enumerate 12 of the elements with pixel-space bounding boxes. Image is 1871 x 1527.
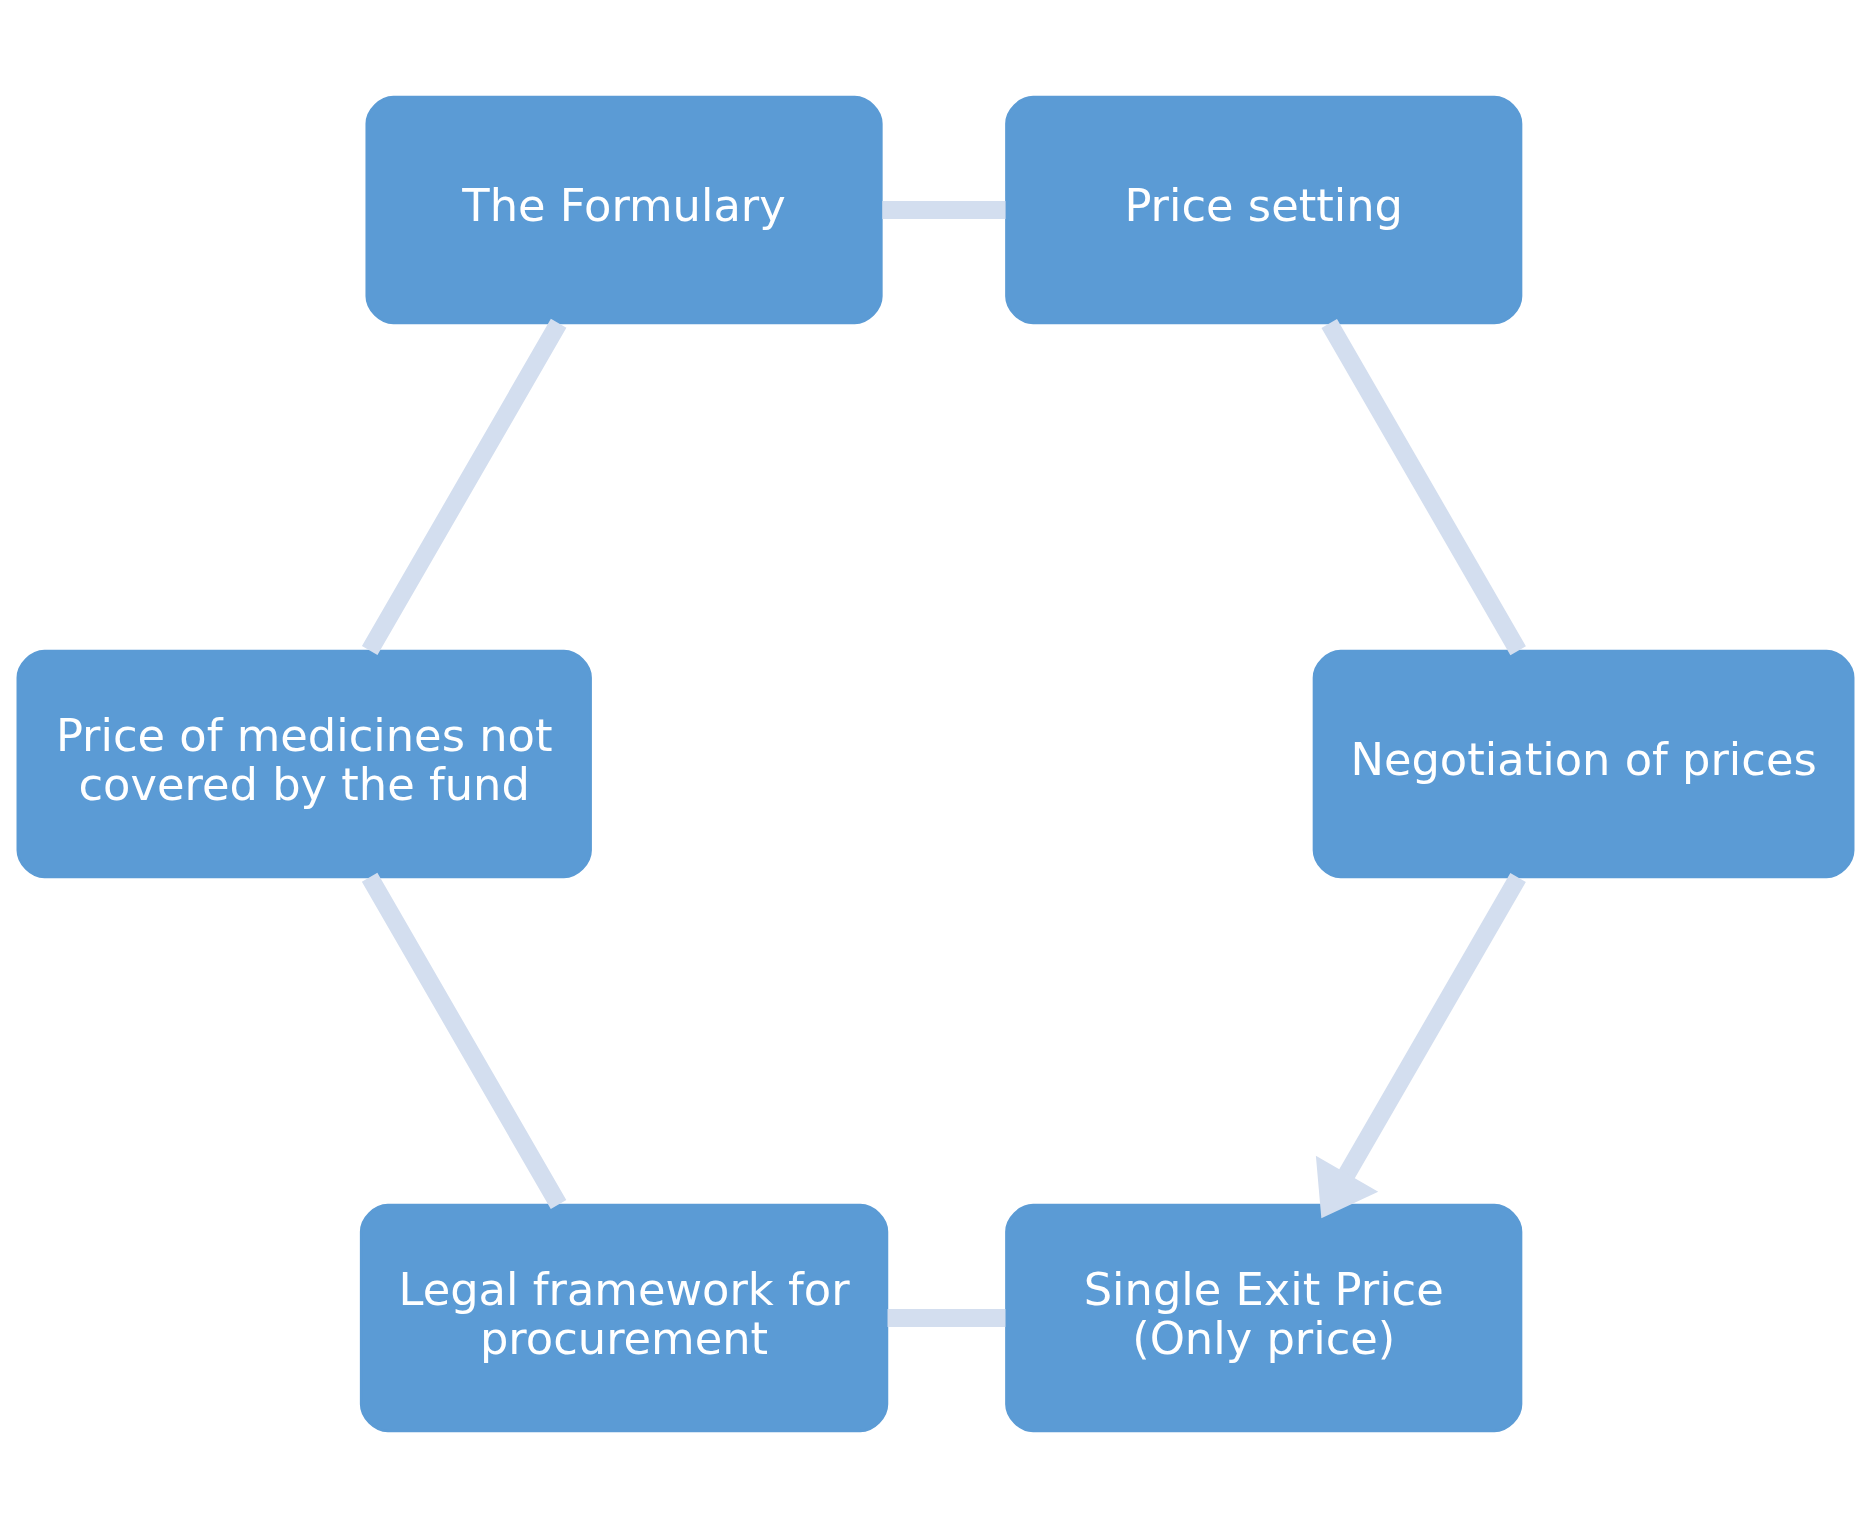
connector [887, 1308, 1006, 1327]
node-box: The Formulary [365, 95, 883, 324]
connector [361, 318, 567, 655]
connector [1321, 318, 1526, 655]
node-box: Negotiation of prices [1312, 649, 1855, 878]
node-box: Legal framework for procurement [359, 1203, 889, 1432]
node-box: Price of medicines not covered by the fund [16, 649, 592, 878]
node-box: Price setting [1005, 95, 1523, 324]
arrow [1315, 872, 1526, 1218]
connector [361, 872, 567, 1209]
connector [882, 200, 1006, 219]
node-box: Single Exit Price (Only price) [1005, 1203, 1523, 1432]
